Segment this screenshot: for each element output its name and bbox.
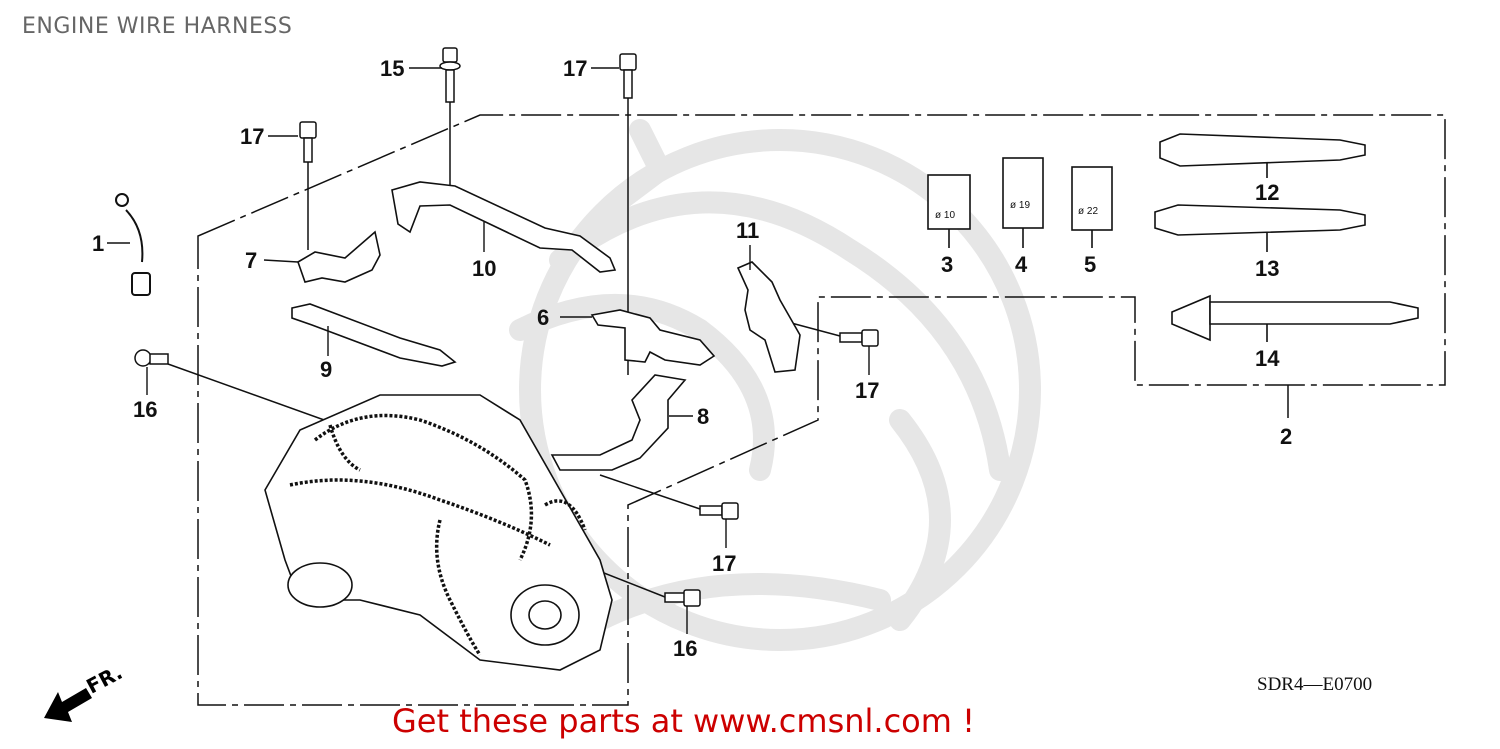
callout-15[interactable]: 15 [380, 56, 405, 81]
callout-5[interactable]: 5 [1084, 252, 1097, 277]
clamp-4-diameter: ø 19 [1010, 200, 1031, 211]
wire-harness [289, 413, 587, 656]
callout-12[interactable]: 12 [1255, 180, 1280, 205]
callout-17-top[interactable]: 17 [563, 56, 588, 81]
front-direction-arrow-icon [44, 688, 92, 722]
callout-6[interactable]: 6 [537, 305, 550, 330]
bolt-icon [134, 47, 879, 607]
callout-13[interactable]: 13 [1255, 256, 1280, 281]
diagram-code: SDR4—E0700 [1257, 674, 1373, 695]
assembly-outline [197, 114, 1446, 706]
callout-7[interactable]: 7 [245, 248, 258, 273]
clamp-parts [927, 157, 1113, 248]
callout-17-right[interactable]: 17 [855, 378, 880, 403]
callout-14[interactable]: 14 [1255, 346, 1280, 371]
callout-16-left[interactable]: 16 [133, 397, 158, 422]
callout-17-left[interactable]: 17 [240, 124, 265, 149]
bracket-parts [291, 181, 801, 471]
sensor-part-1 [115, 193, 151, 296]
callout-11[interactable]: 11 [736, 218, 760, 243]
callout-10[interactable]: 10 [472, 256, 497, 281]
callout-2[interactable]: 2 [1280, 424, 1293, 449]
callout-4[interactable]: 4 [1015, 252, 1028, 277]
watermark-logo-icon [509, 119, 1041, 651]
clamp-3-diameter: ø 10 [935, 210, 956, 221]
promo-link[interactable]: Get these parts at www.cmsnl.com ! [392, 702, 975, 740]
leader-lines [107, 67, 870, 634]
cable-tie-parts [1154, 133, 1419, 342]
callout-9[interactable]: 9 [320, 357, 333, 382]
callout-1[interactable]: 1 [92, 231, 105, 256]
callout-8[interactable]: 8 [697, 404, 710, 429]
callout-17-lower[interactable]: 17 [712, 551, 737, 576]
clamp-5-diameter: ø 22 [1078, 206, 1099, 217]
callout-16-lower[interactable]: 16 [673, 636, 698, 661]
callout-3[interactable]: 3 [941, 252, 954, 277]
page-title: ENGINE WIRE HARNESS [22, 14, 293, 39]
